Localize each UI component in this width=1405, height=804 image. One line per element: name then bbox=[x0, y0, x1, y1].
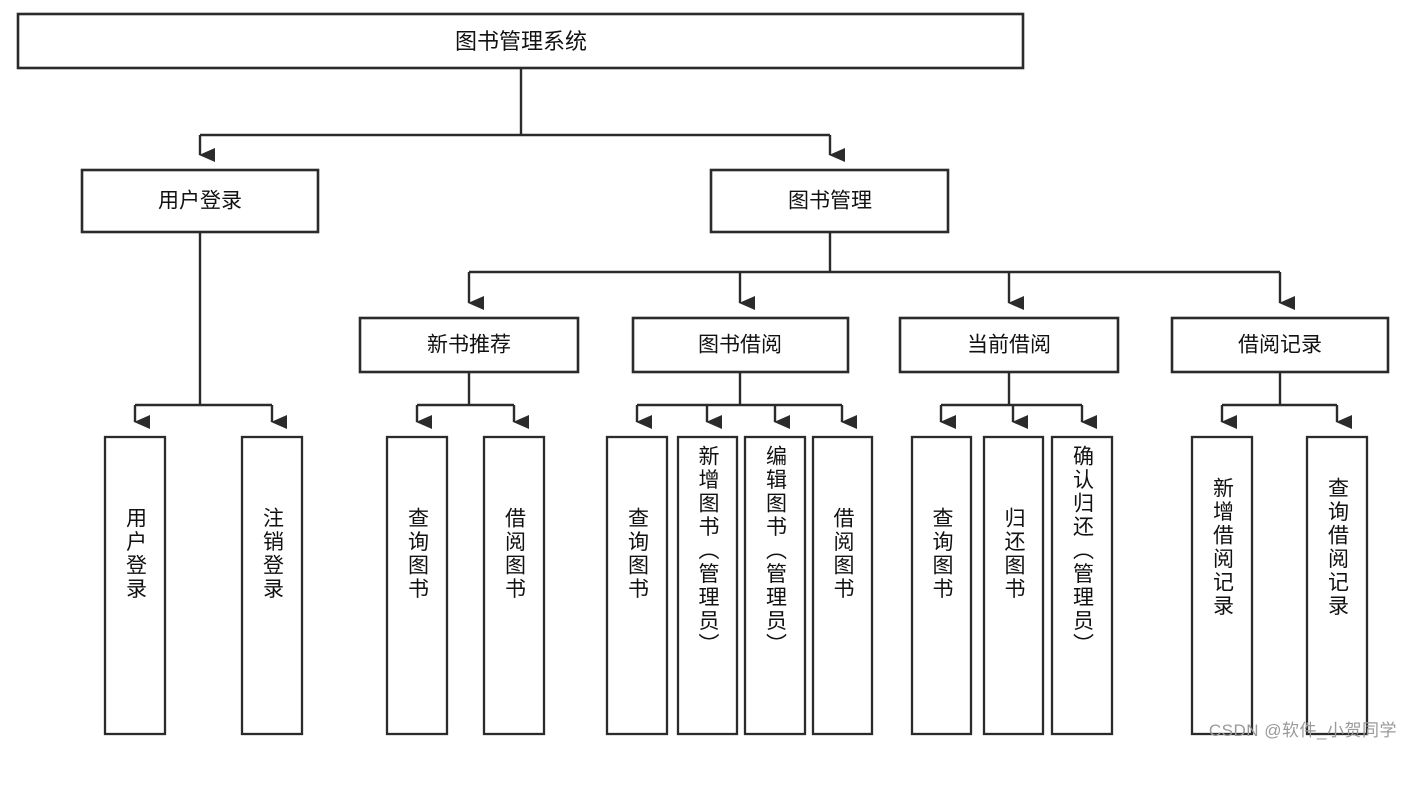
leaf-box-borrow-record-0[interactable] bbox=[1190, 435, 1254, 736]
node-current-borrow-box bbox=[898, 316, 1120, 374]
node-root[interactable] bbox=[16, 12, 1025, 70]
node-user-login[interactable] bbox=[80, 168, 320, 234]
leaf-box-new-book-1[interactable] bbox=[482, 435, 546, 736]
node-root-box bbox=[16, 12, 1025, 70]
leaf-box-current-borrow-2[interactable] bbox=[1050, 435, 1114, 736]
node-current-borrow[interactable] bbox=[898, 316, 1120, 374]
leaf-box-current-borrow-1[interactable] bbox=[982, 435, 1045, 736]
leaf-box-book-borrow-0[interactable] bbox=[605, 435, 669, 736]
node-book-management-label: 图书管理 bbox=[788, 190, 872, 213]
node-new-book-recommend[interactable] bbox=[358, 316, 580, 374]
flowchart-svg: 图书管理系统 用户登录 图书管理 新书推荐 图书借阅 当前借阅 借阅记录 bbox=[16, 12, 1390, 736]
node-new-book-recommend-label: 新书推荐 bbox=[427, 334, 511, 357]
node-user-login-label: 用户登录 bbox=[158, 190, 242, 213]
leaf-box-new-book-0[interactable] bbox=[385, 435, 449, 736]
leaf-box-book-borrow-1[interactable] bbox=[676, 435, 739, 736]
leaf-box-user-login-1[interactable] bbox=[240, 435, 304, 736]
csdn-watermark: CSDN @软件_小贺同学 bbox=[1208, 721, 1397, 740]
diagram-canvas: 图书管理系统 用户登录 图书管理 新书推荐 图书借阅 当前借阅 借阅记录 用户登… bbox=[16, 12, 1397, 740]
node-current-borrow-label: 当前借阅 bbox=[967, 334, 1051, 357]
leaf-box-user-login-0[interactable] bbox=[103, 435, 167, 736]
leaf-box-book-borrow-3[interactable] bbox=[811, 435, 874, 736]
leaf-box-book-borrow-2[interactable] bbox=[743, 435, 807, 736]
leaf-box-borrow-record-1[interactable] bbox=[1305, 435, 1369, 736]
node-book-borrow-label: 图书借阅 bbox=[698, 334, 782, 357]
leaf-box-current-borrow-0[interactable] bbox=[910, 435, 973, 736]
node-user-login-box bbox=[80, 168, 320, 234]
node-root-label: 图书管理系统 bbox=[455, 29, 587, 54]
node-borrow-record-label: 借阅记录 bbox=[1238, 334, 1322, 357]
node-new-book-recommend-box bbox=[358, 316, 580, 374]
